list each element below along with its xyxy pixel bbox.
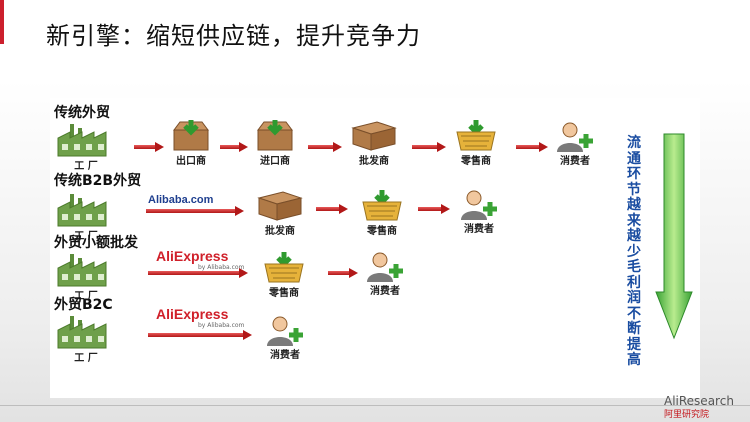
flow-arrow <box>418 204 450 214</box>
basket-icon <box>456 120 496 151</box>
node-label-wholesaler: 批发商 <box>359 156 389 167</box>
page-title: 新引擎：缩短供应链，提升竞争力 <box>46 22 421 50</box>
aliexpress-logo-sub: by Alibaba.com <box>198 322 245 329</box>
down-arrow-icon <box>655 133 693 340</box>
basket-icon <box>362 190 402 221</box>
node-label-consumer: 消费者 <box>560 156 590 167</box>
flow-arrow <box>328 268 358 278</box>
supply-chain-diagram: 传统外贸 工 厂 出口商 进口商 <box>50 98 700 398</box>
factory-node: 工 厂 <box>56 250 116 302</box>
aliexpress-logo: AliExpress <box>156 248 229 264</box>
node-exporter: 出口商 <box>166 118 216 167</box>
node-label-consumer: 消费者 <box>464 224 494 235</box>
node-label-exporter: 出口商 <box>176 156 206 167</box>
row-label-small-wholesale: 外贸小额批发 <box>54 235 138 251</box>
box-import-icon <box>173 120 209 151</box>
node-label-retailer: 零售商 <box>461 156 491 167</box>
node-retailer: 零售商 <box>256 250 312 299</box>
brand-logo: AliResearch <box>664 394 734 408</box>
flow-arrow <box>316 204 348 214</box>
row-label-b2c: 外贸B2C <box>54 297 113 313</box>
person-plus-icon <box>461 190 497 220</box>
node-consumer: 消费者 <box>360 252 410 298</box>
factory-icon <box>57 254 107 287</box>
box-icon <box>257 191 303 221</box>
node-wholesaler: 批发商 <box>346 118 402 167</box>
node-label-retailer: 零售商 <box>269 288 299 299</box>
factory-label: 工 厂 <box>74 353 98 364</box>
flow-arrow <box>146 206 244 216</box>
flow-arrow <box>412 142 446 152</box>
footer-divider <box>0 405 750 406</box>
factory-node: 工 厂 <box>56 190 116 242</box>
row-label-traditional-trade: 传统外贸 <box>54 105 110 121</box>
person-plus-icon <box>267 316 303 346</box>
alibaba-logo: Alibaba.com <box>148 194 214 206</box>
factory-label: 工 厂 <box>74 291 98 302</box>
title-accent-bar <box>0 0 4 44</box>
flow-arrow <box>516 142 548 152</box>
node-importer: 进口商 <box>250 118 300 167</box>
factory-icon <box>57 194 107 227</box>
flow-arrow <box>148 268 248 278</box>
node-label-consumer: 消费者 <box>270 350 300 361</box>
node-label-consumer: 消费者 <box>370 286 400 297</box>
flow-arrow <box>134 142 164 152</box>
side-note: 流通环节越来越少毛利润不断提高 <box>627 135 641 368</box>
aliexpress-logo: AliExpress <box>156 306 229 322</box>
brand-logo-sub: 阿里研究院 <box>664 410 710 420</box>
node-retailer: 零售商 <box>354 188 410 237</box>
basket-icon <box>264 252 304 283</box>
factory-label: 工 厂 <box>74 231 98 242</box>
node-retailer: 零售商 <box>448 118 504 167</box>
person-plus-icon <box>367 252 403 282</box>
flow-arrow <box>308 142 342 152</box>
aliexpress-logo-sub: by Alibaba.com <box>198 264 245 271</box>
node-consumer: 消费者 <box>454 190 504 236</box>
factory-icon <box>57 124 107 157</box>
person-plus-icon <box>557 122 593 152</box>
flow-arrow <box>220 142 248 152</box>
box-import-icon <box>257 120 293 151</box>
row-label-traditional-b2b: 传统B2B外贸 <box>54 173 142 189</box>
factory-icon <box>57 316 107 349</box>
node-consumer: 消费者 <box>260 316 310 362</box>
node-wholesaler: 批发商 <box>252 188 308 237</box>
node-label-wholesaler: 批发商 <box>265 226 295 237</box>
box-icon <box>351 121 397 151</box>
factory-label: 工 厂 <box>74 161 98 172</box>
node-label-retailer: 零售商 <box>367 226 397 237</box>
factory-node: 工 厂 <box>56 120 116 172</box>
flow-arrow <box>148 330 252 340</box>
node-consumer: 消费者 <box>550 122 600 168</box>
node-label-importer: 进口商 <box>260 156 290 167</box>
factory-node: 工 厂 <box>56 312 116 364</box>
